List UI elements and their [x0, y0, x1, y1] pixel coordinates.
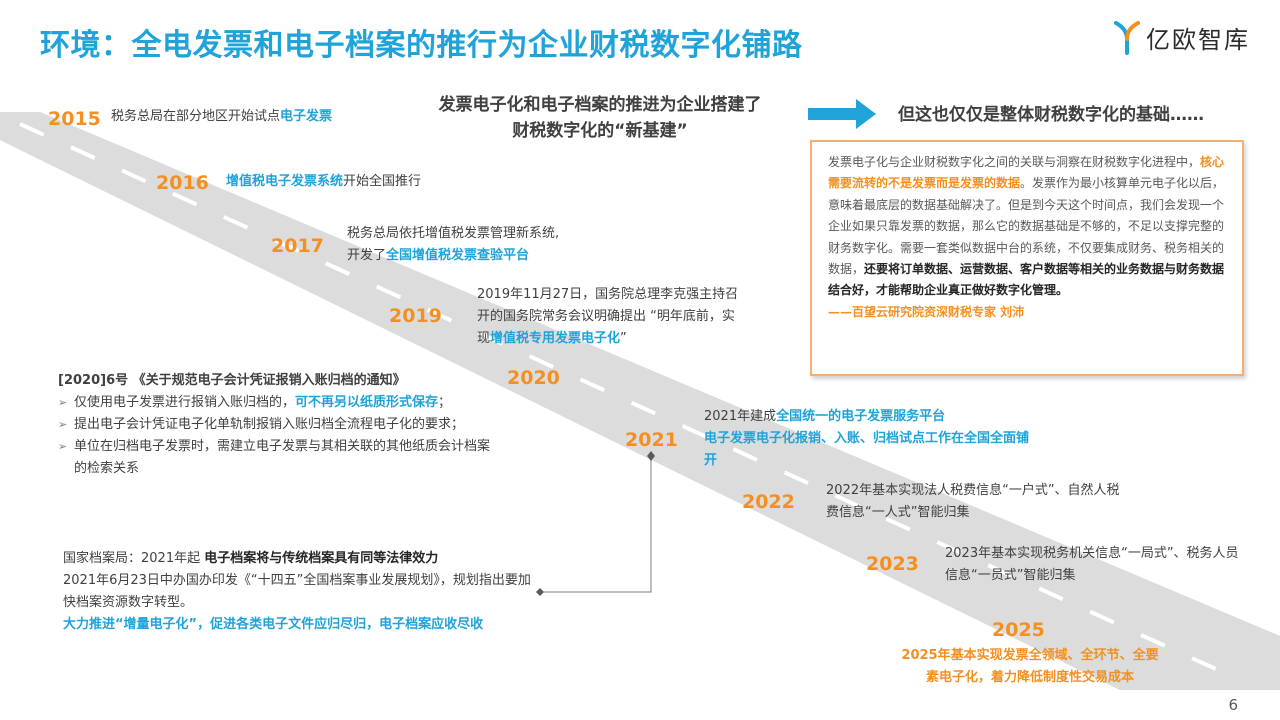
- quote-highlight-1: 核心需要流转的不是发票而是发票的数据: [828, 155, 1225, 191]
- list-item: ➢ 仅使用电子发票进行报销入账归档的，可不再另以纸质形式保存；: [58, 392, 498, 414]
- bullet-arrow-icon: ➢: [58, 418, 68, 431]
- event-2025-line-2: 素电子化，着力降低制度性交易成本: [925, 670, 1134, 685]
- year-2020: 2020: [507, 367, 560, 389]
- event-2015-text: 税务总局在部分地区开始试点: [111, 109, 281, 124]
- event-2019-quote-close: ”: [620, 331, 627, 346]
- event-2019-line-1: 2019年11月27日，国务院总理李克强主持召: [477, 287, 739, 302]
- quote-text-1: 发票电子化与企业财税数字化之间的关联与洞察在财税数字化进程中，: [828, 155, 1201, 169]
- bullet-arrow-icon: ➢: [58, 440, 68, 453]
- event-2016: 增值税电子发票系统开始全国推行: [226, 171, 421, 193]
- year-2021: 2021: [625, 429, 678, 451]
- subtitle: 发票电子化和电子档案的推进为企业搭建了 财税数字化的“新基建”: [395, 92, 805, 144]
- year-2017: 2017: [271, 235, 324, 257]
- event-2019-line-2: 开的国务院常务会议明确提出 “明年底前，实: [477, 309, 735, 324]
- list-item: ➢ 单位在归档电子发票时，需建立电子发票与其相关联的其他纸质会计档案的检索关系: [58, 436, 498, 480]
- event-2023: 2023年基本实现税务机关信息“一局式”、税务人员信息“一员式”智能归集: [945, 546, 1239, 583]
- event-2017-line-1: 税务总局依托增值税发票管理新系统,: [347, 226, 560, 241]
- archive-note-highlight-2: 大力推进“增量电子化”，促进各类电子文件应归尽归，电子档案应收尽收: [63, 617, 484, 632]
- event-2025: 2025年基本实现发票全领域、全环节、全要 素电子化，着力降低制度性交易成本: [870, 645, 1190, 689]
- year-2023: 2023: [866, 553, 919, 575]
- archive-note: 国家档案局：2021年起 电子档案将与传统档案具有同等法律效力 2021年6月2…: [63, 548, 533, 636]
- year-2022: 2022: [742, 491, 795, 513]
- basis-statement: 但这也仅仅是整体财税数字化的基础……: [898, 105, 1204, 125]
- event-2020-bullet-1: 仅使用电子发票进行报销入账归档的，: [74, 395, 296, 410]
- event-2017-highlight: 全国增值税发票查验平台: [386, 248, 530, 263]
- event-2019: 2019年11月27日，国务院总理李克强主持召 开的国务院常务会议明确提出 “明…: [477, 284, 738, 350]
- event-2020-list: ➢ 仅使用电子发票进行报销入账归档的，可不再另以纸质形式保存； ➢ 提出电子会计凭证…: [58, 392, 498, 480]
- event-2020-bullet-1-highlight: 可不再另以纸质形式保存: [295, 395, 439, 410]
- quote-author: ——百望云研究院资深财税专家 刘沛: [828, 304, 1025, 319]
- event-2021: 2021年建成全国统一的电子发票服务平台 电子发票电子化报销、入账、归档试点工作…: [704, 406, 1034, 472]
- yiou-logo-icon: [1114, 20, 1140, 55]
- event-2021-highlight-2: 电子发票电子化报销、入账、归档试点工作在全国全面铺开: [704, 431, 1030, 468]
- event-2020-heading: [2020]6号 《关于规范电子会计凭证报销入账归档的通知》: [58, 373, 406, 388]
- event-2022: 2022年基本实现法人税费信息“一户式”、自然人税费信息“一人式”智能归集: [826, 483, 1120, 520]
- event-2019-line-3: 现: [477, 331, 491, 346]
- event-2015-highlight: 电子发票: [280, 109, 333, 124]
- event-2020-bullet-2: 提出电子会计凭证电子化单轨制报销入账归档全流程电子化的要求；: [74, 417, 465, 432]
- year-2019: 2019: [389, 305, 442, 327]
- year-2015: 2015: [48, 108, 101, 130]
- subtitle-line-2: 财税数字化的“新基建”: [512, 121, 688, 141]
- event-2016-text: 开始全国推行: [343, 174, 422, 189]
- year-2025: 2025: [992, 619, 1045, 641]
- archive-note-line-1: 国家档案局：2021年起: [63, 551, 205, 566]
- subtitle-line-1: 发票电子化和电子档案的推进为企业搭建了: [438, 95, 762, 115]
- event-2015: 税务总局在部分地区开始试点电子发票: [111, 106, 332, 128]
- event-2020-bullet-1-end: ；: [438, 395, 452, 410]
- event-2025-line-1: 2025年基本实现发票全领域、全环节、全要: [901, 648, 1159, 663]
- event-2020-bullet-3: 单位在归档电子发票时，需建立电子发票与其相关联的其他纸质会计档案的检索关系: [74, 439, 491, 476]
- expert-quote-box: 发票电子化与企业财税数字化之间的关联与洞察在财税数字化进程中，核心需要流转的不是…: [810, 140, 1244, 376]
- quote-text-2: 。发票作为最小核算单元电子化以后，意味着最底层的数据基础解决了。但是到今天这个时…: [828, 176, 1225, 277]
- logo-text: 亿欧智库: [1146, 26, 1250, 54]
- event-2021-highlight-1: 全国统一的电子发票服务平台: [776, 409, 946, 424]
- event-2020: [2020]6号 《关于规范电子会计凭证报销入账归档的通知》 ➢ 仅使用电子发票进…: [58, 370, 498, 480]
- event-2017-line-2: 开发了: [347, 248, 387, 263]
- archive-note-line-2: 2021年6月23日中办国办印发《“十四五”全国档案事业发展规划》，规划指出要加…: [63, 573, 531, 610]
- event-2019-highlight: 增值税专用发票电子化: [490, 331, 621, 346]
- page-number: 6: [1228, 696, 1238, 714]
- event-2021-line-1: 2021年建成: [704, 409, 777, 424]
- arrow-right-icon: [808, 99, 876, 129]
- logo: 亿欧智库: [1114, 20, 1250, 55]
- bullet-arrow-icon: ➢: [58, 396, 68, 409]
- event-2016-highlight: 增值税电子发票系统: [226, 174, 344, 189]
- quote-highlight-2: 还要将订单数据、运营数据、客户数据等相关的业务数据与财务数据结合好，才能帮助企业…: [828, 262, 1225, 298]
- year-2016: 2016: [156, 172, 209, 194]
- event-2017: 税务总局依托增值税发票管理新系统, 开发了全国增值税发票查验平台: [347, 223, 559, 267]
- list-item: ➢ 提出电子会计凭证电子化单轨制报销入账归档全流程电子化的要求；: [58, 414, 498, 436]
- archive-note-highlight-1: 电子档案将与传统档案具有同等法律效力: [204, 551, 439, 566]
- page-title: 环境：全电发票和电子档案的推行为企业财税数字化铺路: [40, 28, 803, 63]
